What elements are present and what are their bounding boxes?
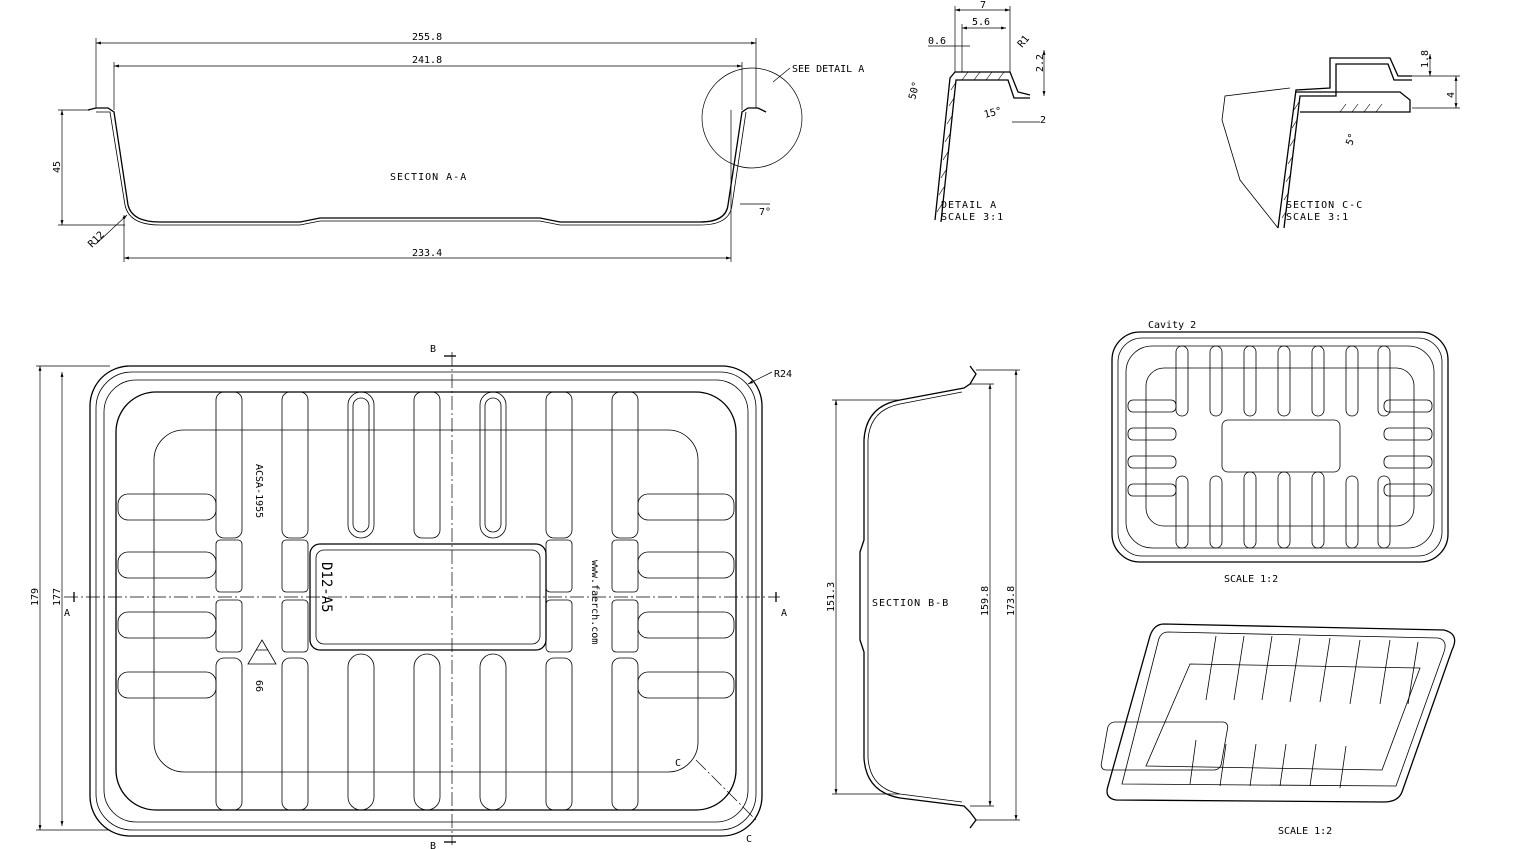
section-b-b-profile: [859, 365, 977, 829]
iso-top-ribs: [1127, 345, 1433, 549]
dim-overall-width: 255.8: [412, 32, 442, 43]
dim-height: 45: [52, 161, 63, 173]
cut-b-bottom: B: [430, 841, 436, 849]
section-b-b-view: 151.3 159.8 173.8 SECTION B-B: [826, 365, 1020, 829]
dim-bottom-width: 233.4: [412, 248, 442, 259]
see-detail-callout: SEE DETAIL A: [792, 64, 864, 75]
detail-dim-7: 7: [980, 0, 986, 11]
recycle-code: 66: [253, 680, 264, 692]
iso-perspective-view: SCALE 1:2: [1100, 623, 1456, 837]
detail-a-title: DETAIL A: [941, 200, 997, 211]
cut-a-left: A: [64, 608, 70, 619]
recycle-icon: [247, 639, 277, 665]
iso-top-scale: SCALE 1:2: [1224, 574, 1278, 585]
iso-persp-scale: SCALE 1:2: [1278, 826, 1332, 837]
detail-dim-2-2: 2.2: [1035, 54, 1046, 72]
iso-top-view: Cavity 2: [1111, 320, 1449, 585]
section-b-b-title: SECTION B-B: [872, 598, 949, 609]
section-c-c-scale: SCALE 3:1: [1286, 212, 1349, 223]
emboss-part: D12-A5: [318, 562, 334, 613]
bottom-ribs: [215, 653, 639, 811]
iso-persp-ribs: [1100, 635, 1419, 789]
side-pads: [117, 493, 735, 699]
dim-overall-length: 179: [30, 588, 41, 606]
top-ribs: [215, 391, 639, 539]
cc-dim-1-8: 1.8: [1420, 50, 1431, 68]
plan-view: ACSA-1955 D12-A5 www.faerch.com 66 A A B…: [30, 344, 792, 849]
dim-radius-r12: R12: [86, 230, 107, 251]
detail-a-scale: SCALE 3:1: [941, 212, 1004, 223]
section-a-a-profile: [87, 107, 767, 223]
detail-radius-r1: R1: [1016, 34, 1032, 50]
dim-inner-width: 241.8: [412, 55, 442, 66]
detail-angle-50: 50°: [907, 80, 922, 100]
detail-dim-0-6: 0.6: [928, 36, 946, 47]
cut-c-top: C: [675, 758, 681, 769]
detail-dim-5-6: 5.6: [972, 17, 990, 28]
section-c-c-title: SECTION C-C: [1286, 200, 1363, 211]
section-c-c-view: 1.8 4 5° SECTION C-C SCALE 3:1: [1221, 50, 1460, 229]
section-a-a-view: 255.8 241.8 233.4 45 R12 7° SEE DETAIL A…: [52, 32, 864, 262]
cut-c-bottom: C: [746, 834, 752, 845]
cut-b-top: B: [430, 344, 436, 355]
detail-a-view: 7 5.6 0.6 R1 2.2 2 50° 15° DETAIL A SCAL…: [907, 0, 1046, 223]
detail-a-circle: [701, 67, 803, 169]
cc-dim-4: 4: [1446, 92, 1457, 98]
cc-angle-5: 5°: [1344, 132, 1358, 147]
emboss-url: www.faerch.com: [589, 560, 600, 644]
cut-a-right: A: [781, 608, 787, 619]
dim-173-8: 173.8: [1006, 586, 1017, 616]
dim-151-3: 151.3: [826, 582, 837, 612]
dim-draft-angle: 7°: [759, 207, 771, 218]
detail-dim-2: 2: [1040, 115, 1046, 126]
cavity-caption: Cavity 2: [1148, 320, 1196, 331]
dim-159-8: 159.8: [980, 586, 991, 616]
emboss-code: ACSA-1955: [253, 464, 264, 518]
detail-angle-15: 15°: [983, 106, 1003, 121]
section-a-a-title: SECTION A-A: [390, 172, 467, 183]
dim-inner-length: 177: [52, 588, 63, 606]
dim-corner-radius: R24: [774, 369, 792, 380]
